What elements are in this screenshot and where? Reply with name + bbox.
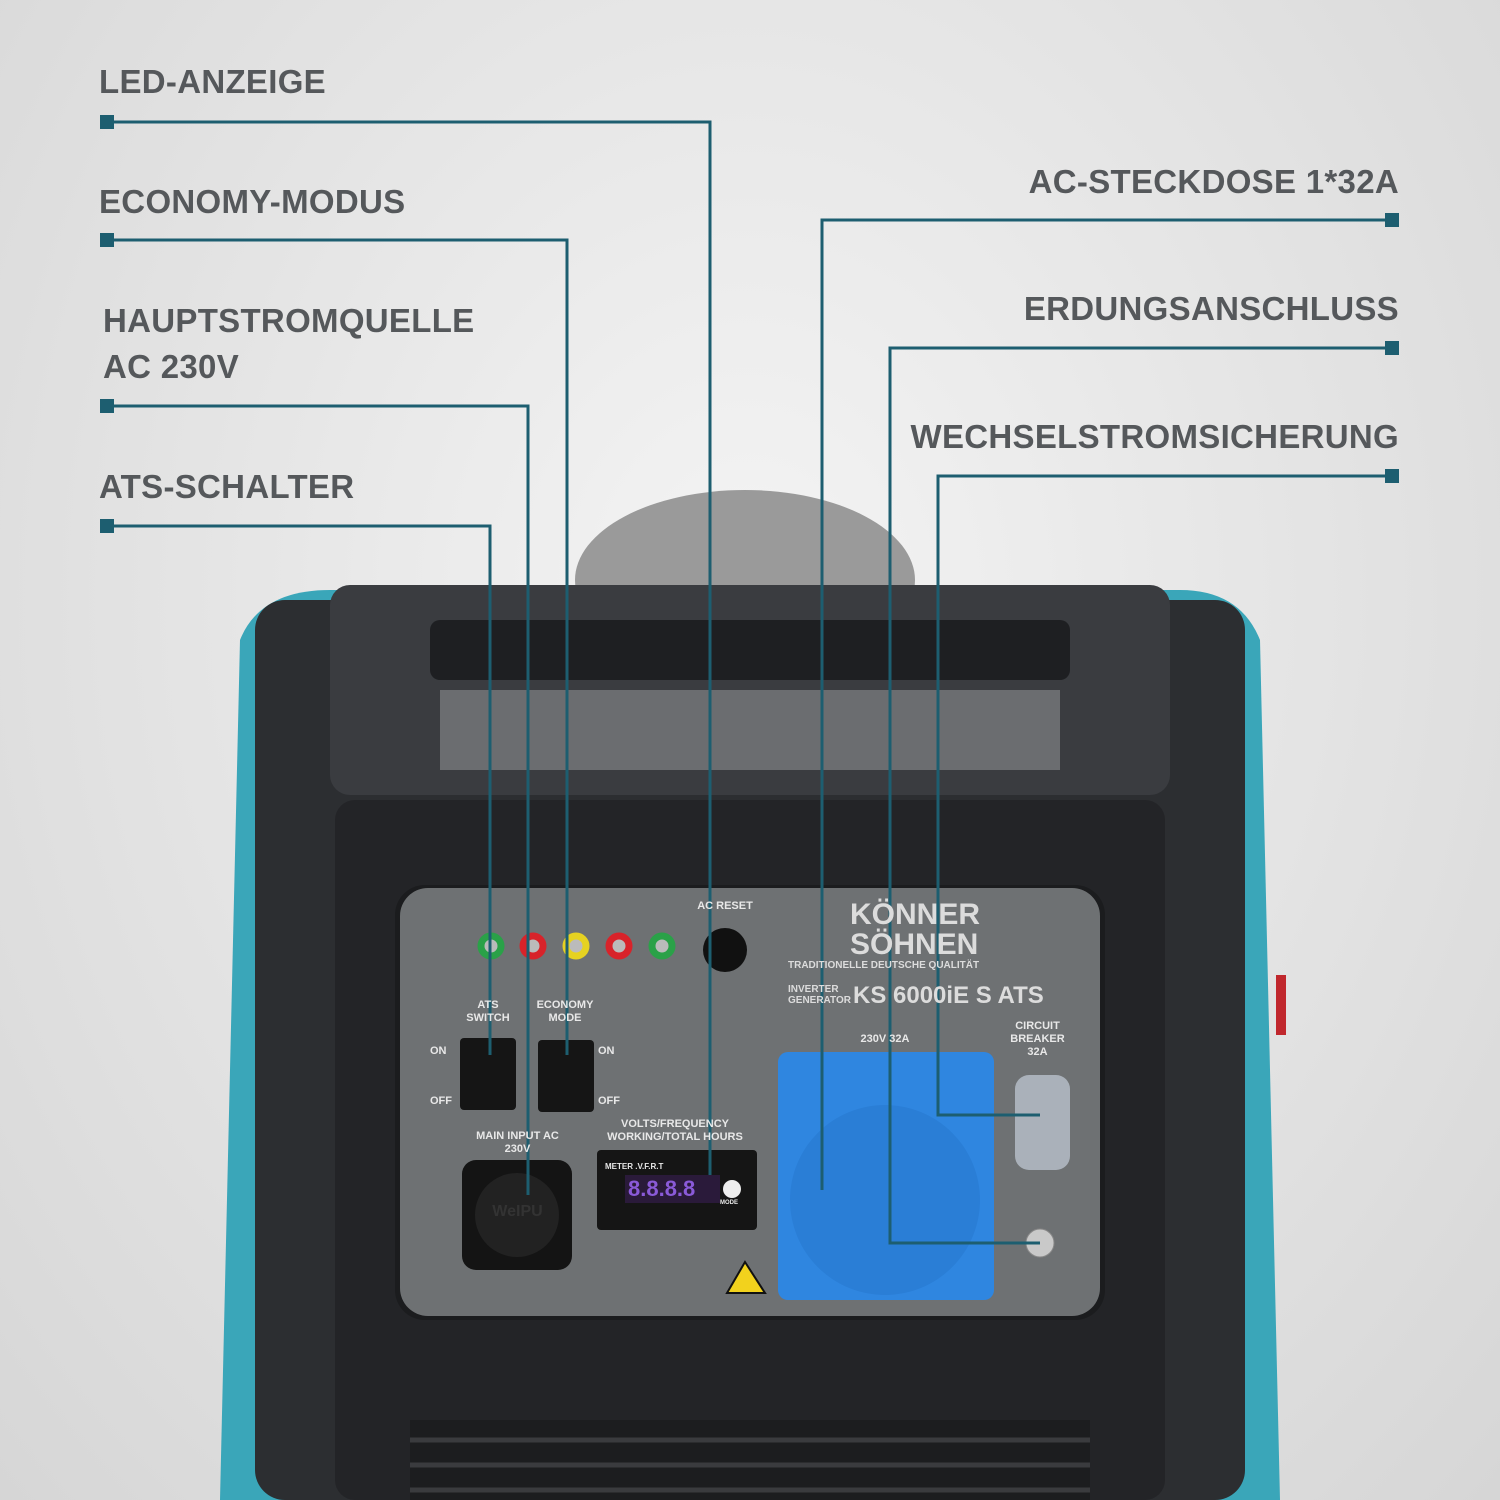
label-wechselstromsicherung: WECHSELSTROMSICHERUNG [910,418,1399,455]
off-label: OFF [430,1095,452,1107]
marker-breaker [1385,469,1399,483]
brand-line2: SÖHNEN [850,928,979,961]
side-red-marker [1276,975,1286,1035]
line-breaker [936,474,1392,1117]
label-economy-modus: ECONOMY-MODUS [99,183,406,220]
inlet-brand: WeIPU [492,1203,543,1220]
meter-digits: 8.8.8.8 [628,1176,696,1201]
ac-reset-button [703,928,747,972]
meter-mode-button [723,1180,741,1198]
marker-ground [1385,341,1399,355]
carry-handle [430,620,1070,680]
type-line2: GENERATOR [788,995,851,1006]
brand-tagline: TRADITIONELLE DEUTSCHE QUALITÄT [788,960,980,971]
circuit-breaker [1015,1075,1070,1170]
meter-label: METER .V.F.R.T [605,1162,664,1171]
line-ats [107,524,492,1055]
ats-switch [460,1038,516,1110]
on-label-2: ON [598,1045,615,1057]
marker-led [100,115,114,129]
economy-switch [538,1040,594,1112]
label-led-anzeige: LED-ANZEIGE [99,63,326,100]
led-red-2 [605,932,633,960]
on-label: ON [430,1045,447,1057]
label-ats-schalter: ATS-SCHALTER [99,468,355,505]
marker-socket [1385,213,1399,227]
marker-main [100,399,114,413]
handle-recess [440,690,1060,770]
led-green-2 [648,932,676,960]
economy-mode-label: ECONOMY MODE [536,999,594,1024]
mode-label: MODE [720,1200,738,1206]
label-ac-steckdose: AC-STECKDOSE 1*32A [1028,163,1399,200]
socket-rating: 230V 32A [860,1033,910,1045]
main-input-label: MAIN INPUT AC 230V [476,1130,559,1155]
marker-ats [100,519,114,533]
brand-line1: KÖNNER [850,898,981,931]
line-led [107,120,712,1175]
label-erdungsanschluss: ERDUNGSANSCHLUSS [1023,290,1399,327]
line-main [107,404,530,1195]
meter-caption: VOLTS/FREQUENCY WORKING/TOTAL HOURS [607,1118,743,1143]
breaker-label: CIRCUIT BREAKER 32A [1010,1020,1065,1058]
ats-switch-label: ATS SWITCH [466,999,510,1024]
line-ground [888,346,1392,1245]
vent-grille [410,1420,1090,1500]
ac-reset-label: AC RESET [697,900,753,912]
line-socket [820,218,1392,1190]
led-yellow [562,932,590,960]
marker-economy [100,233,114,247]
line-economy [107,238,569,1055]
model-name: KS 6000iE S ATS [853,982,1044,1009]
label-hauptstromquelle: HAUPTSTROMQUELLE [103,302,475,339]
off-label-2: OFF [598,1095,620,1107]
warning-icon [725,1260,767,1294]
callout-lines [107,120,1392,1245]
led-red [519,932,547,960]
label-ac-230v: AC 230V [103,348,240,385]
type-line1: INVERTER [788,984,839,995]
